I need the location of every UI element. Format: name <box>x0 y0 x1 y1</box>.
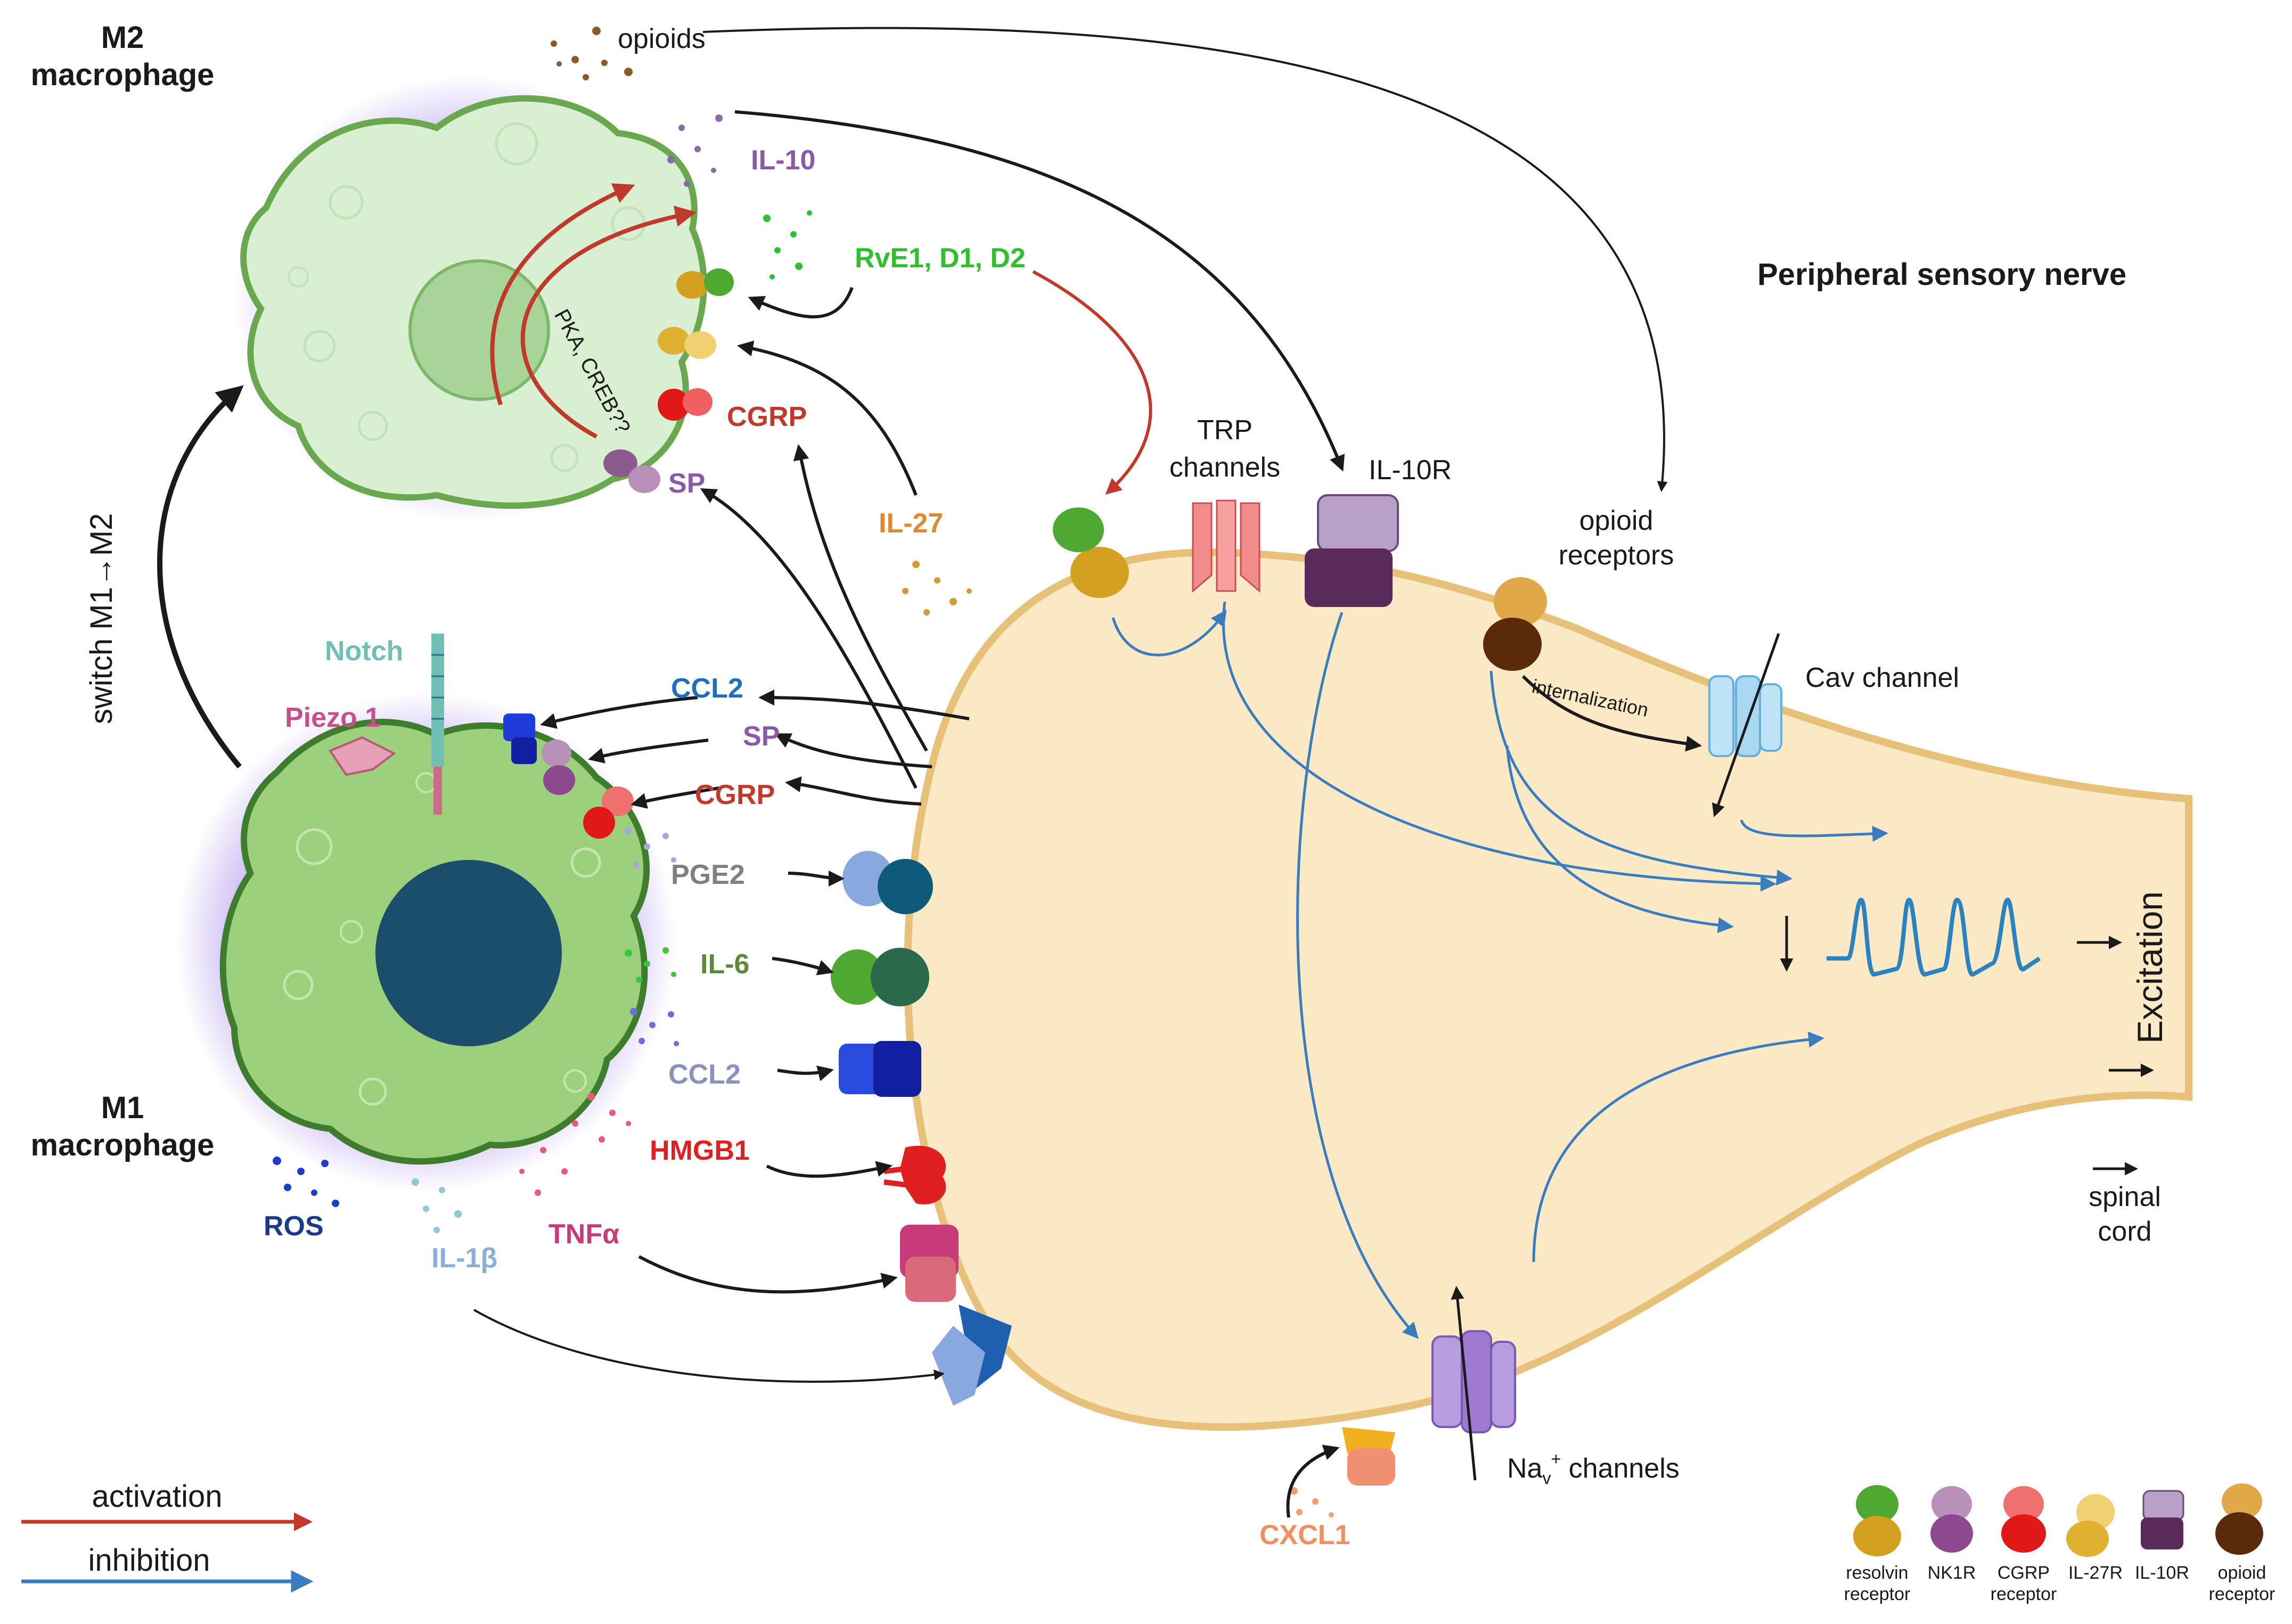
m1-title-line2: macrophage <box>31 1128 215 1162</box>
il1b-label: IL-1β <box>431 1243 497 1274</box>
hmgb1-particles <box>519 1093 631 1196</box>
action-potential-trace <box>1827 897 2041 977</box>
inhibition-key-label: inhibition <box>88 1543 210 1578</box>
resolvin-activation-arrow <box>1032 270 1152 495</box>
il6-label: IL-6 <box>700 949 749 980</box>
nav-label-sub: v <box>1542 1469 1551 1488</box>
m2-il27-receptor <box>658 327 716 359</box>
arrow-key: activation inhibition <box>21 1479 314 1593</box>
m2-cgrp-receptor <box>658 388 713 421</box>
nerve-opioid-receptor <box>1483 577 1547 671</box>
m1-macrophage <box>176 634 676 1193</box>
spinal-cord-label-2: cord <box>2098 1216 2151 1247</box>
il10r-label: IL-10R <box>1369 455 1452 486</box>
tnfa-label: TNFα <box>549 1219 619 1250</box>
opioid-receptors-label-2: receptors <box>1559 540 1674 571</box>
ros-particles <box>273 1157 339 1207</box>
m2-title-line2: macrophage <box>31 58 215 92</box>
nerve-il10r <box>1305 494 1399 607</box>
legend-label-il27r: IL-27R <box>2068 1563 2123 1583</box>
black-arrows <box>157 27 2154 1518</box>
il10-particles <box>667 114 723 187</box>
ccl2-particles <box>630 1008 679 1046</box>
nerve-tnfr <box>900 1225 959 1302</box>
ccl2-m1-label: CCL2 <box>668 1059 741 1090</box>
nav-label-rest: channels <box>1561 1453 1680 1484</box>
notch-label: Notch <box>325 636 403 667</box>
blue-arrows <box>1111 601 1888 1339</box>
nerve-rage-receptor <box>883 1145 946 1204</box>
ccl2-top-label: CCL2 <box>671 673 743 704</box>
cxcl1-particles <box>1290 1487 1334 1518</box>
switch-label: switch M1→M2 <box>84 513 119 724</box>
opioids-label: opioids <box>618 23 706 54</box>
nerve-cxcr2 <box>1342 1427 1395 1486</box>
legend-icon-il27r <box>2066 1494 2115 1557</box>
sp-m1-label: SP <box>743 721 780 752</box>
il27-particles <box>902 561 972 616</box>
m2-title-line1: M2 <box>101 20 144 55</box>
opioid-receptors-label-1: opioid <box>1579 505 1653 536</box>
nav-label-sup: + <box>1551 1449 1561 1469</box>
trp-label-2: channels <box>1169 452 1280 483</box>
nerve-resolvin-receptor <box>1053 507 1129 598</box>
legend-icon-opioid <box>2215 1483 2263 1555</box>
il27-label: IL-27 <box>879 508 943 539</box>
trp-channel <box>1192 499 1260 593</box>
nav-label: Nav+ channels <box>1507 1449 1680 1488</box>
nav-label-main: Na <box>1507 1453 1543 1484</box>
nav-channel <box>1431 1330 1516 1433</box>
il10-label: IL-10 <box>751 145 815 176</box>
nerve-ccr2-receptor <box>839 1041 921 1097</box>
il6-particles <box>625 947 676 983</box>
opioid-particles <box>551 27 633 80</box>
activation-key-label: activation <box>92 1479 222 1514</box>
piezo1-channel <box>328 736 396 776</box>
legend-label-resolvin-2: receptor <box>1844 1584 1911 1604</box>
nerve-title: Peripheral sensory nerve <box>1757 257 2126 292</box>
legend-icon-cgrp <box>2001 1486 2046 1553</box>
spinal-cord-label-1: spinal <box>2089 1182 2161 1212</box>
cgrp-m2-label: CGRP <box>727 401 807 432</box>
piezo-label: Piezo 1 <box>285 702 380 733</box>
resolvin-particles <box>763 210 812 280</box>
resolvins-label: RvE1, D1, D2 <box>855 243 1026 274</box>
pge2-particles <box>625 827 676 868</box>
cgrp-m1-label: CGRP <box>695 780 775 810</box>
legend-label-opioid-1: opioid <box>2218 1563 2266 1583</box>
m1-title-line1: M1 <box>101 1090 144 1125</box>
il1b-particles <box>412 1178 462 1233</box>
cav-channel <box>1708 675 1782 757</box>
notch-receptor <box>431 634 444 815</box>
nerve-pge2-receptor <box>842 851 933 914</box>
legend-label-cgrp-2: receptor <box>1991 1584 2057 1604</box>
sp-m2-label: SP <box>668 468 705 499</box>
m2-resolvin-receptor <box>676 268 734 299</box>
legend-label-resolvin-1: resolvin <box>1846 1563 1908 1583</box>
legend-label-cgrp-1: CGRP <box>1998 1563 2050 1583</box>
m1-cgrp-receptor <box>583 786 634 839</box>
cxcl1-label: CXCL1 <box>1259 1520 1350 1551</box>
ros-label: ROS <box>264 1211 324 1242</box>
legend-icon-nk1r <box>1930 1486 1973 1553</box>
legend-label-il10r: IL-10R <box>2135 1563 2189 1583</box>
receptor-legend: resolvin receptor NK1R CGRP receptor IL-… <box>1844 1483 2275 1604</box>
hmgb1-label: HMGB1 <box>650 1135 750 1166</box>
legend-icon-il10r <box>2141 1490 2184 1549</box>
nerve-il1r <box>932 1305 1012 1406</box>
pge2-label: PGE2 <box>671 859 745 890</box>
m1-ccr2-receptor <box>503 713 537 764</box>
trp-label-1: TRP <box>1197 415 1253 446</box>
nerve-il6-receptor <box>831 948 929 1006</box>
cav-label: Cav channel <box>1805 662 1959 693</box>
m1-nk1-receptor <box>542 740 575 795</box>
m2-nk1-receptor <box>603 449 660 493</box>
legend-label-nk1r: NK1R <box>1928 1563 1976 1583</box>
legend-icon-resolvin <box>1853 1485 1901 1556</box>
m2-macrophage <box>234 75 734 522</box>
legend-label-opioid-2: receptor <box>2209 1584 2275 1604</box>
excitation-label: Excitation <box>2130 891 2170 1044</box>
